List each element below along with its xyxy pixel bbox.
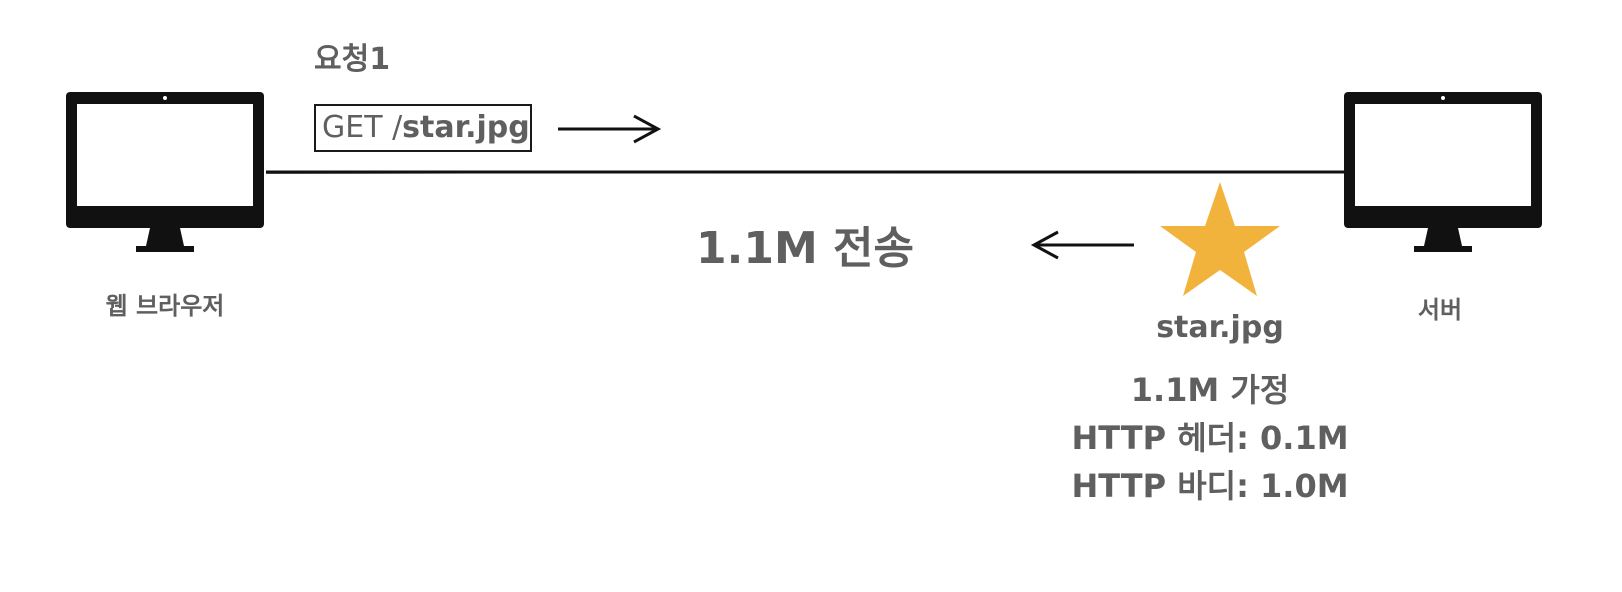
transfer-label: 1.1M 전송	[696, 223, 915, 274]
client-monitor-icon	[66, 92, 264, 252]
request-line-box: GET /star.jpg	[314, 104, 532, 152]
server-label: 서버	[1417, 296, 1463, 324]
response-arrow-icon	[1030, 230, 1134, 260]
header-size: HTTP 헤더: 0.1M	[1071, 419, 1349, 457]
connection-line	[265, 170, 1345, 174]
request-arrow-icon	[558, 114, 662, 144]
client-label: 웹 브라우저	[105, 292, 225, 320]
body-size: HTTP 바디: 1.0M	[1071, 467, 1349, 505]
star-icon	[1160, 182, 1280, 296]
request-path: star.jpg	[402, 110, 530, 145]
request-method: GET /	[322, 110, 403, 145]
server-monitor-icon	[1344, 92, 1542, 252]
size-assumption: 1.1M 가정	[1130, 371, 1290, 409]
file-name-label: star.jpg	[1156, 310, 1284, 345]
request-title: 요청1	[314, 42, 391, 77]
